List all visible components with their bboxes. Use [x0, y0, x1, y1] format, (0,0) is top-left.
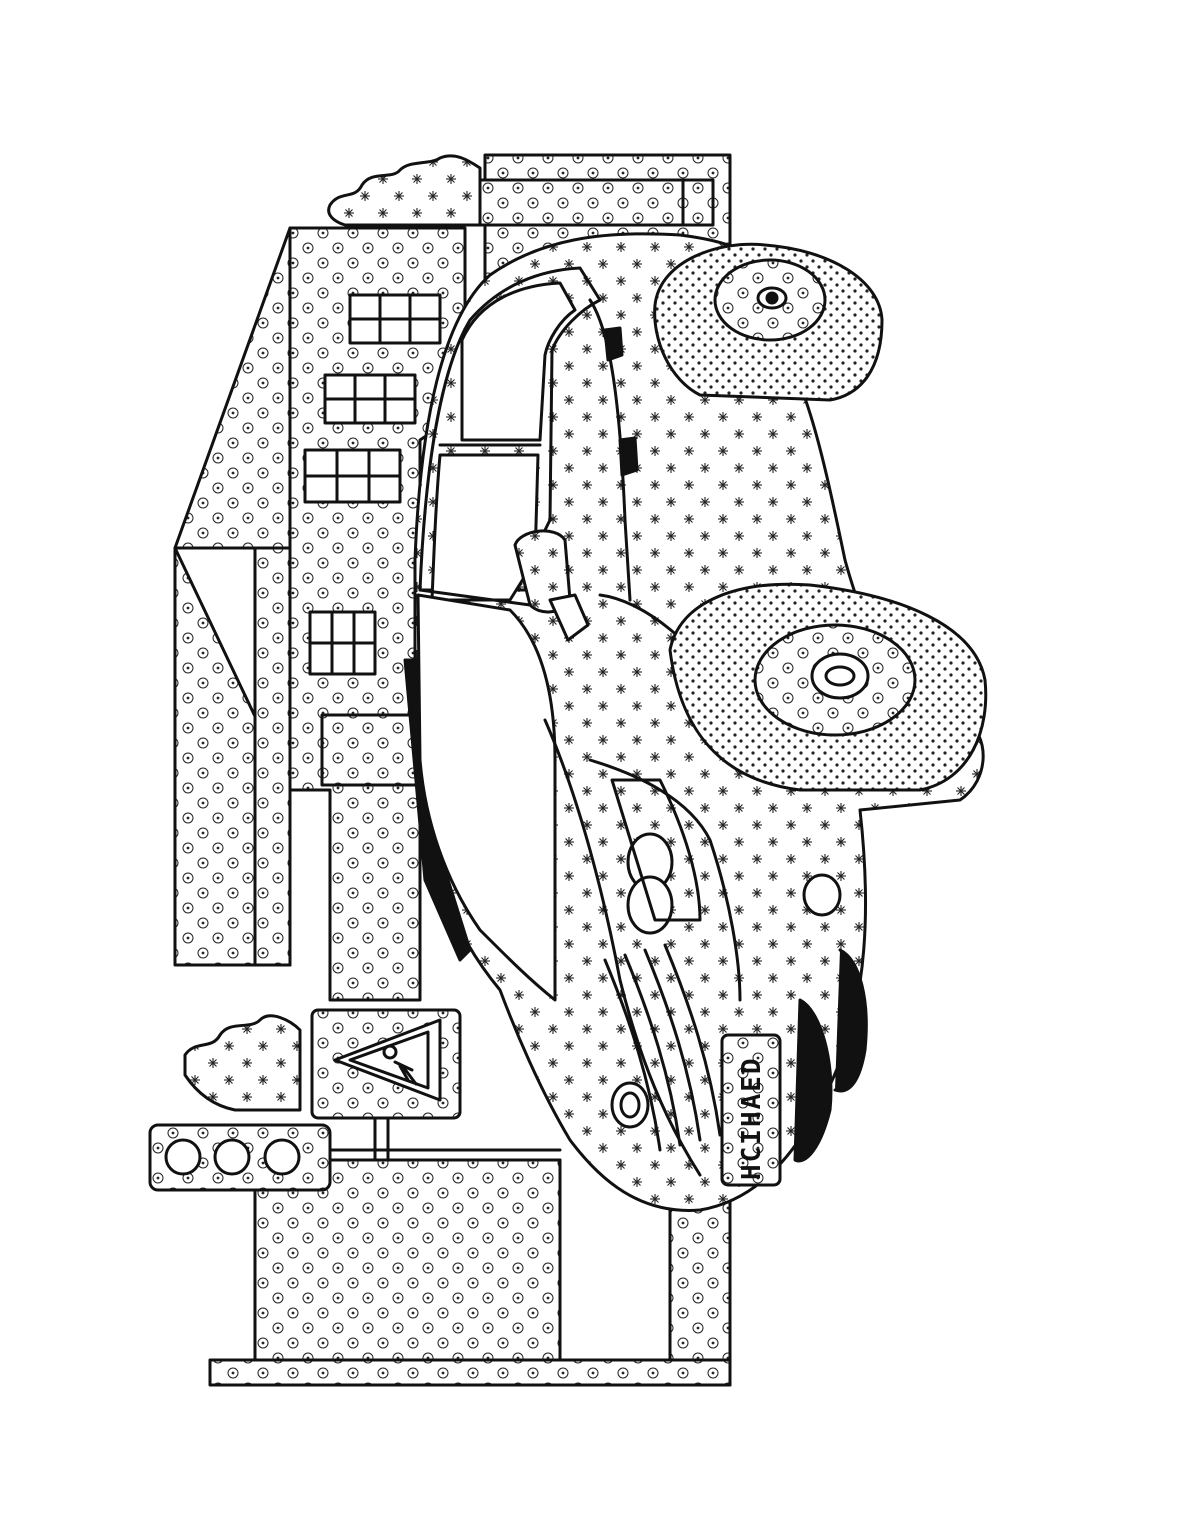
- fog-light: [802, 873, 842, 917]
- headlight: [610, 778, 702, 935]
- pedestrian-crossing-sign: [310, 1008, 462, 1162]
- window: [323, 373, 417, 425]
- bush-bottom: [183, 1014, 302, 1112]
- window: [303, 448, 402, 504]
- bush-top: [327, 154, 482, 227]
- rear-window: [460, 281, 577, 442]
- brand-logo: [610, 1081, 650, 1129]
- building: [173, 226, 467, 1002]
- license-plate-text: HCIHAED: [737, 1056, 767, 1180]
- license-plate: HCIHAED: [720, 1033, 782, 1187]
- window: [308, 610, 377, 676]
- window: [348, 293, 442, 345]
- traffic-light: [148, 1123, 562, 1192]
- rear-wheel: [653, 242, 884, 402]
- side-mirror: [513, 529, 572, 614]
- curb-block: [448, 178, 715, 227]
- front-window: [416, 593, 557, 1002]
- grille: [603, 943, 722, 1152]
- front-wheel: [668, 582, 988, 792]
